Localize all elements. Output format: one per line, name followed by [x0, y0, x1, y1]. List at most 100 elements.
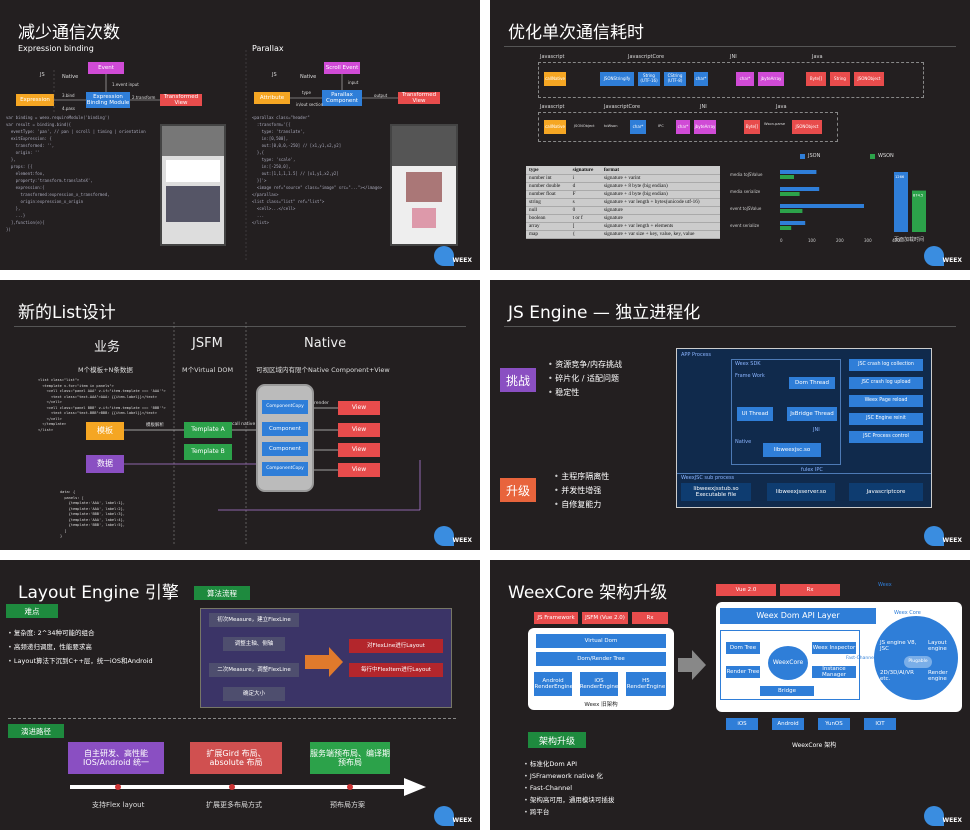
label-step3: 3.bind — [62, 93, 75, 98]
r2-towson: toWson — [604, 124, 618, 128]
old-ios: iOS RenderEngine — [580, 672, 618, 696]
vbar-value: 874.5 — [913, 194, 923, 198]
jni-label: JNI — [813, 427, 820, 433]
weex-logo: WEEX — [924, 244, 962, 266]
subtitle-right: Parallax — [252, 44, 284, 53]
timeline — [70, 778, 426, 796]
r2-ipc: IPC — [658, 124, 664, 128]
core-bridge: Bridge — [760, 686, 814, 696]
table-cell: F — [569, 190, 601, 199]
th-sig: signature — [569, 166, 601, 175]
weex-logo: WEEX — [924, 804, 962, 826]
r1-char2: char* — [736, 72, 754, 86]
upgrade-bullets: 标准化Dom API JSFramework native 化 Fast-Cha… — [524, 758, 615, 818]
pill-upgrade: 架构升级 — [528, 732, 586, 748]
divider — [504, 326, 956, 327]
side-1: JSC crash log collection — [849, 359, 923, 371]
logo-text: WEEX — [452, 257, 472, 264]
bar-json — [780, 204, 864, 208]
old-h5: H5 RenderEngine — [626, 672, 666, 696]
engine-weexcore: Weex Core — [894, 610, 921, 616]
engine-js: JS engine V8, JSC — [880, 640, 917, 652]
app-process: APP Process — [681, 352, 712, 358]
h2-jsc: JavascriptCore — [604, 104, 641, 110]
tick-label: 0 — [780, 238, 783, 243]
col-jsfm: JSFM — [192, 336, 223, 351]
difficulty-list: 复杂度: 2^34种可能的组合 高频递归调度，性能要求高 Layout算法下沉到… — [8, 626, 153, 668]
new-vue: Vue 2.0 — [716, 584, 776, 596]
label-input: input — [348, 80, 359, 85]
flow-1: 初次Measure，建立FlexLine — [209, 613, 299, 627]
platform-iot: IOT — [864, 718, 896, 730]
stub-so: libweexjsstub.so Executable file — [681, 483, 751, 501]
tick-label: 100 — [808, 238, 816, 243]
upgrade-1: 主程序隔离性 — [554, 470, 609, 484]
table-cell: 0 — [569, 206, 601, 215]
flow-3: 二次Measure，调整FlexLine — [209, 663, 299, 677]
challenge-1: 资源竞争/内存挑战 — [548, 358, 622, 372]
r1-cstring: CString (UTF-8) — [664, 72, 686, 86]
template-b: Template B — [184, 444, 232, 460]
slide-weexcore: WeexCore 架构升级 JS Framework JSFM (Vue 2.0… — [490, 560, 970, 830]
challenge-list: 资源竞争/内存挑战 碎片化 / 适配问题 稳定性 — [548, 358, 622, 400]
label-inout: in/out section — [296, 102, 324, 107]
bar-wson — [780, 175, 794, 179]
table-cell: boolean — [526, 214, 570, 223]
comp-2: Component — [262, 442, 308, 456]
label-step1: 1.event input — [112, 82, 139, 87]
r1-string: String (UTF-16) — [638, 72, 660, 86]
r1-char: char* — [694, 72, 708, 86]
old-arch: Virtual Dom Dom/Render Tree Android iRen… — [528, 628, 674, 710]
new-weex: Weex — [878, 582, 892, 588]
sub-frame — [677, 473, 931, 507]
node-transformed-r: Transformed View — [398, 92, 440, 104]
step-2: 扩展Gird 布局、absolute 布局 — [190, 742, 282, 774]
up-5: 跨平台 — [524, 806, 614, 818]
view-2: View — [338, 423, 380, 437]
diff-1: 复杂度: 2^34种可能的组合 — [8, 626, 153, 640]
sub-jsfm: M个Virtual DOM — [182, 366, 234, 374]
platform-yunos: YunOS — [818, 718, 850, 730]
legend-wson: WSON — [878, 153, 894, 159]
weex-logo: WEEX — [434, 524, 472, 546]
dash-divider — [8, 718, 456, 719]
fast-channel: Fast-Channel — [846, 656, 876, 661]
table-cell: string — [526, 198, 570, 207]
comp-copy-1: ComponentCopy — [262, 400, 308, 414]
tick-label: 400 — [892, 238, 900, 243]
node-attribute: Attribute — [254, 92, 290, 104]
node-expression: Expression — [16, 94, 54, 106]
slide-layout-engine: Layout Engine 引擎 难点 复杂度: 2^34种可能的组合 高频递归… — [0, 560, 480, 830]
slide-title: 新的List设计 — [18, 303, 116, 323]
core-inspector: Weex Inspector — [812, 642, 856, 654]
engine-render: Render engine — [928, 670, 948, 682]
challenge-tag: 挑战 — [500, 368, 536, 392]
bar-wson — [780, 192, 800, 196]
table-cell: number float — [526, 190, 570, 199]
template-code: <list class="list"> <template v-for="ite… — [38, 378, 166, 432]
template-a: Template A — [184, 422, 232, 438]
weex-sdk: Weex SDK — [735, 361, 761, 367]
view-1: View — [338, 401, 380, 415]
r1-bytes: Byte[] — [806, 72, 826, 86]
table-cell: signature + var length + elements — [600, 222, 720, 231]
ipc-label: fulex IPC — [801, 467, 823, 473]
render-label: render — [314, 401, 329, 406]
slide-title: JS Engine — 独立进程化 — [508, 303, 701, 323]
legend-json: JSON — [808, 153, 821, 159]
code-parallax: <parallax class="header" :transform='[{ … — [252, 115, 383, 225]
node-scroll-event: Scroll Event — [324, 62, 360, 74]
label-js: JS — [40, 72, 45, 78]
template-block: 模板 — [86, 422, 124, 440]
table-cell: s — [569, 198, 601, 207]
bar-label: media serialize — [730, 189, 761, 194]
flow-4: 确定大小 — [223, 687, 285, 701]
h1-java: Java — [812, 54, 823, 60]
sub-business: M个模板+N条数据 — [78, 366, 133, 374]
step-1: 自主研发、高性能IOS/Android 统一 — [68, 742, 164, 774]
ui-thread: UI Thread — [737, 407, 773, 421]
table-cell: signature + 8 byte (big endian) — [600, 182, 720, 191]
